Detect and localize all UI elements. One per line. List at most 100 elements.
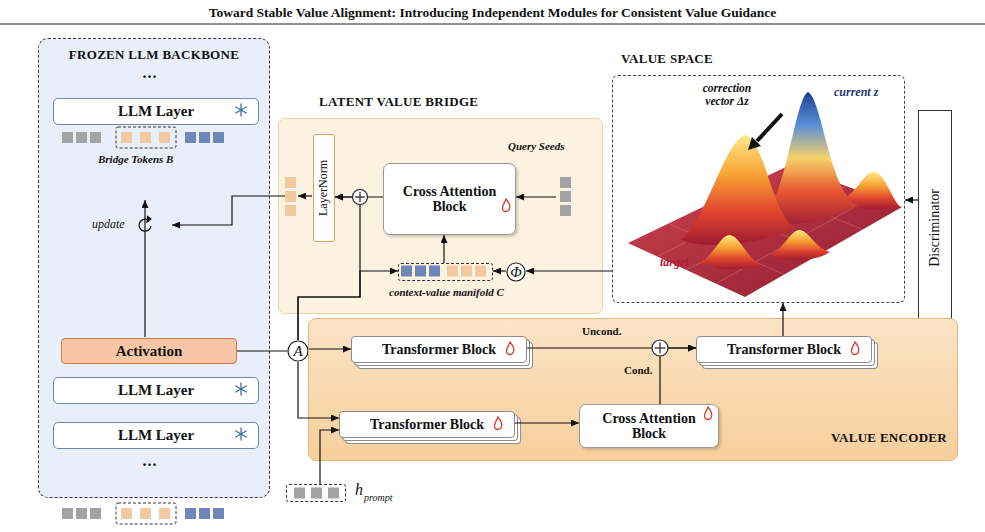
manifold-tokens bbox=[447, 266, 458, 277]
sum-operator bbox=[655, 347, 666, 348]
update-wire bbox=[144, 200, 145, 337]
value-landscape bbox=[628, 92, 902, 297]
value-landscape bbox=[770, 230, 830, 260]
value-space-panel: VALUE SPACE bbox=[612, 75, 905, 303]
connector-arrow bbox=[526, 270, 612, 271]
prompt-tokens bbox=[294, 488, 305, 499]
connector-arrow bbox=[493, 270, 506, 271]
node-label: LLM Layer bbox=[118, 103, 194, 120]
trainable-flame bbox=[494, 199, 858, 430]
snowflake-symbol bbox=[236, 107, 246, 113]
value-encoder-panel: VALUE ENCODERTransformer BlockTransforme… bbox=[308, 318, 958, 461]
value-landscape bbox=[680, 135, 795, 245]
query-seed-column bbox=[560, 177, 571, 188]
token-row bbox=[199, 132, 210, 143]
snowflake-symbol bbox=[236, 107, 246, 113]
sum-operator bbox=[353, 190, 368, 205]
token-row bbox=[159, 508, 170, 519]
manifold-tokens bbox=[475, 266, 486, 277]
bridge-token-column bbox=[285, 191, 296, 202]
value-landscape bbox=[709, 204, 824, 252]
sum-operator bbox=[353, 190, 669, 357]
node-heading: h bbox=[355, 481, 363, 499]
connector-arrow bbox=[298, 362, 339, 418]
node-label: LLM Layer bbox=[118, 427, 194, 444]
value-landscape bbox=[657, 176, 818, 257]
update-wire bbox=[172, 196, 285, 225]
token-row bbox=[140, 508, 151, 519]
token-row bbox=[76, 508, 87, 519]
node-label: Transformer Block bbox=[382, 342, 496, 357]
sum-operator bbox=[652, 340, 668, 356]
frozen-backbone-panel: FROZEN LLM BACKBONELLM LayerActivationLL… bbox=[38, 38, 270, 498]
value-landscape bbox=[700, 235, 760, 269]
node-label: LLM Layer bbox=[118, 382, 194, 399]
node-heading: LATENT VALUE BRIDGE bbox=[319, 95, 478, 109]
connector-arrow bbox=[443, 235, 444, 263]
trainable-flame bbox=[851, 342, 858, 355]
update-wire bbox=[139, 196, 312, 337]
aggregation-operator-circle: A bbox=[287, 340, 309, 362]
value-landscape bbox=[669, 224, 785, 275]
latent-bridge-panel: LATENT VALUE BRIDGELayerNormCross Attent… bbox=[278, 118, 603, 314]
node-heading: FROZEN LLM BACKBONE bbox=[39, 48, 269, 62]
phi-operator-circle: Φ bbox=[506, 262, 526, 282]
sum-operator bbox=[355, 196, 365, 197]
value-landscape bbox=[628, 165, 902, 297]
token-row bbox=[90, 132, 101, 143]
connector-arrow bbox=[335, 196, 383, 197]
value-landscape bbox=[750, 185, 863, 230]
token-row bbox=[62, 132, 73, 143]
node-label: Cross Attention Block bbox=[588, 411, 710, 442]
query-seed-column bbox=[560, 205, 571, 216]
manifold-tokens bbox=[401, 266, 412, 277]
node-heading: context-value manifold C bbox=[374, 286, 519, 298]
prompt-tokens bbox=[311, 488, 322, 499]
snowflake-symbol bbox=[236, 386, 246, 392]
node-label: Activation bbox=[116, 343, 183, 360]
sum-operator bbox=[659, 343, 660, 354]
value-landscape bbox=[840, 172, 900, 210]
token-row bbox=[76, 132, 87, 143]
update-wire bbox=[298, 195, 312, 196]
token-row bbox=[116, 127, 176, 148]
token-row bbox=[62, 127, 224, 148]
node-heading: VALUE ENCODER bbox=[787, 431, 947, 445]
trainable-flame bbox=[502, 199, 509, 212]
snowflake-symbol bbox=[236, 386, 246, 392]
update-wire bbox=[139, 219, 151, 231]
title-rule bbox=[0, 24, 985, 25]
token-row bbox=[90, 508, 101, 519]
token-row bbox=[121, 132, 132, 143]
cross-attention-box: Cross Attention Block bbox=[383, 163, 516, 235]
llm-layer-box: LLM Layer bbox=[53, 98, 259, 125]
node-label: Transformer Block bbox=[370, 417, 484, 432]
node-label: LayerNorm bbox=[317, 160, 330, 216]
node-label: A bbox=[293, 343, 302, 360]
value-landscape bbox=[748, 137, 761, 150]
bridge-token-column bbox=[285, 205, 296, 216]
trainable-flame bbox=[704, 407, 711, 420]
transformer-block-box: Transformer Block bbox=[339, 411, 515, 438]
token-row bbox=[213, 132, 224, 143]
manifold-tokens bbox=[401, 266, 486, 277]
manifold-token-group: context-value manifold C bbox=[398, 263, 493, 281]
snowflake-symbol bbox=[236, 104, 246, 440]
node-label: Cross Attention Block bbox=[392, 184, 507, 215]
token-row bbox=[199, 508, 210, 519]
transformer-block-box: Transformer Block bbox=[696, 336, 872, 363]
node-label: Transformer Block bbox=[727, 342, 841, 357]
snowflake-symbol bbox=[240, 428, 241, 440]
node-heading: prompt bbox=[364, 492, 393, 503]
cross-attention-box: Cross Attention Block bbox=[579, 404, 719, 448]
discriminator-box: Discriminator bbox=[918, 110, 952, 346]
value-landscape bbox=[716, 197, 874, 284]
connector-arrow bbox=[298, 271, 398, 340]
snowflake-symbol bbox=[240, 383, 241, 395]
connector-arrow bbox=[515, 422, 579, 423]
prompt-tokens bbox=[294, 488, 339, 499]
connector-arrow bbox=[320, 430, 339, 484]
token-row bbox=[213, 508, 224, 519]
query-seed-column bbox=[560, 191, 571, 202]
node-label: Φ bbox=[510, 264, 521, 281]
